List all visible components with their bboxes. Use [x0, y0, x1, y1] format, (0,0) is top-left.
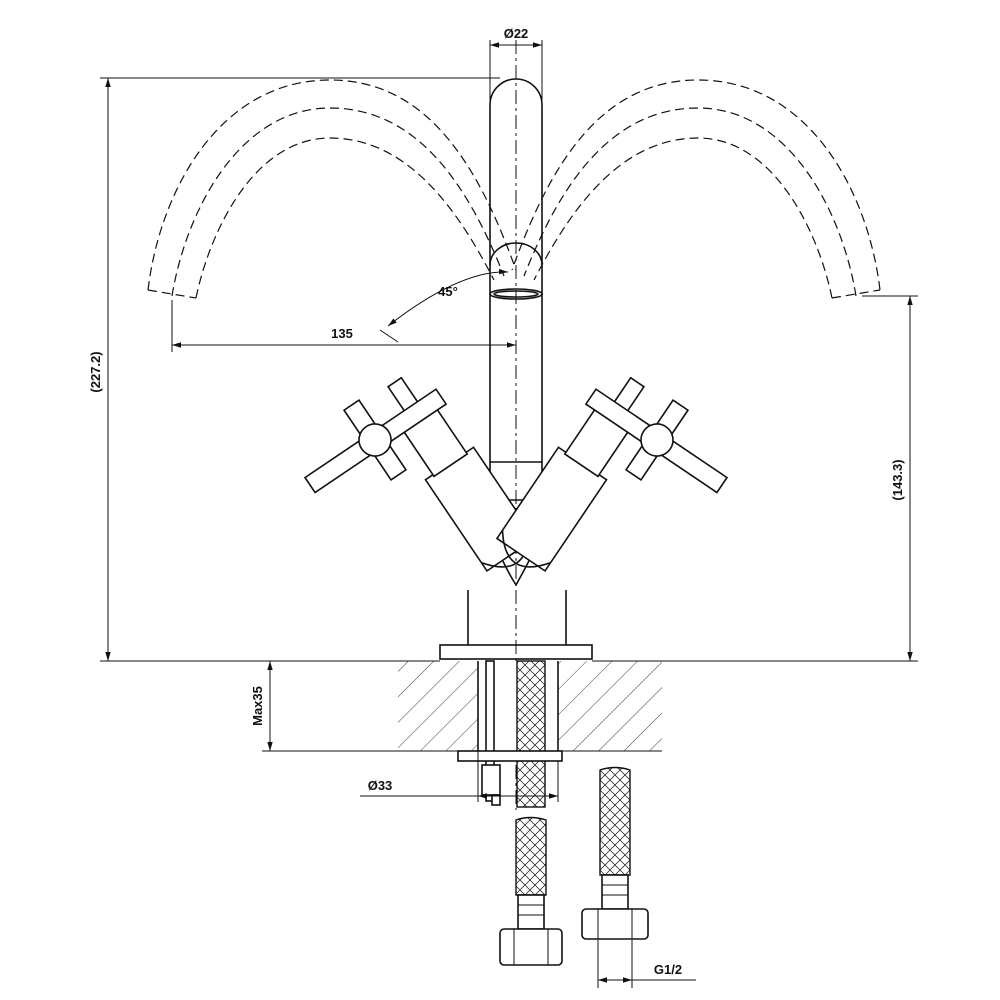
dimension-deck-thickness: Max35	[250, 660, 398, 752]
dimension-spout-diameter: Ø22	[489, 26, 543, 100]
spout	[489, 78, 543, 463]
left-flex-hose	[499, 816, 563, 966]
right-cross-handle	[584, 388, 729, 494]
spout-reach-label: 135	[331, 326, 353, 341]
deck-thickness-label: Max35	[250, 686, 265, 726]
mounting-assembly	[457, 660, 563, 808]
left-cross-handle	[303, 388, 448, 494]
right-flex-hose	[581, 766, 649, 940]
overall-height-label: (227.2)	[88, 351, 103, 392]
swivel-angle-label: 45°	[438, 284, 458, 299]
spout-swivel-positions	[147, 79, 881, 299]
dimension-outlet-height: (143.3)	[592, 295, 918, 662]
dimension-overall-height: (227.2)	[88, 77, 500, 662]
outlet-height-label: (143.3)	[890, 459, 905, 500]
dimension-spout-reach: 135	[171, 300, 516, 352]
spout-diameter-label: Ø22	[504, 26, 529, 41]
thread-label: G1/2	[654, 962, 682, 977]
dimension-thread: G1/2	[597, 940, 696, 988]
dimension-hole-diameter: Ø33	[360, 751, 559, 802]
dimension-swivel-angle: 45°	[379, 268, 509, 343]
hole-diameter-label: Ø33	[368, 778, 393, 793]
